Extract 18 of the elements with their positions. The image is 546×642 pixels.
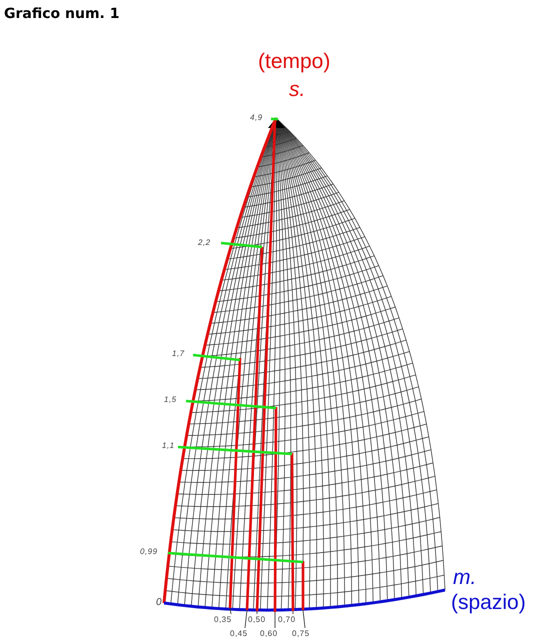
value-label: 0,99 xyxy=(140,548,158,556)
value-label: 0 xyxy=(156,598,162,608)
axis-label: m. xyxy=(453,567,476,588)
chart-title: Grafico num. 1 xyxy=(4,6,120,22)
value-label: 0,70 xyxy=(278,616,296,624)
value-label: 1,5 xyxy=(164,396,177,404)
value-label: 4,9 xyxy=(250,114,263,122)
axis-label: (tempo) xyxy=(258,51,330,72)
value-label: 2,2 xyxy=(198,239,211,247)
value-label: 0,45 xyxy=(230,630,248,638)
value-label: 0,50 xyxy=(248,616,266,624)
value-label: 0,60 xyxy=(260,630,278,638)
value-label: 1,1 xyxy=(162,442,175,450)
axis-label: (spazio) xyxy=(451,592,526,613)
axis-label: s. xyxy=(289,79,306,100)
value-label: 1,7 xyxy=(172,350,185,358)
value-label: 0,35 xyxy=(214,616,232,624)
value-label: 0,75 xyxy=(292,630,310,638)
